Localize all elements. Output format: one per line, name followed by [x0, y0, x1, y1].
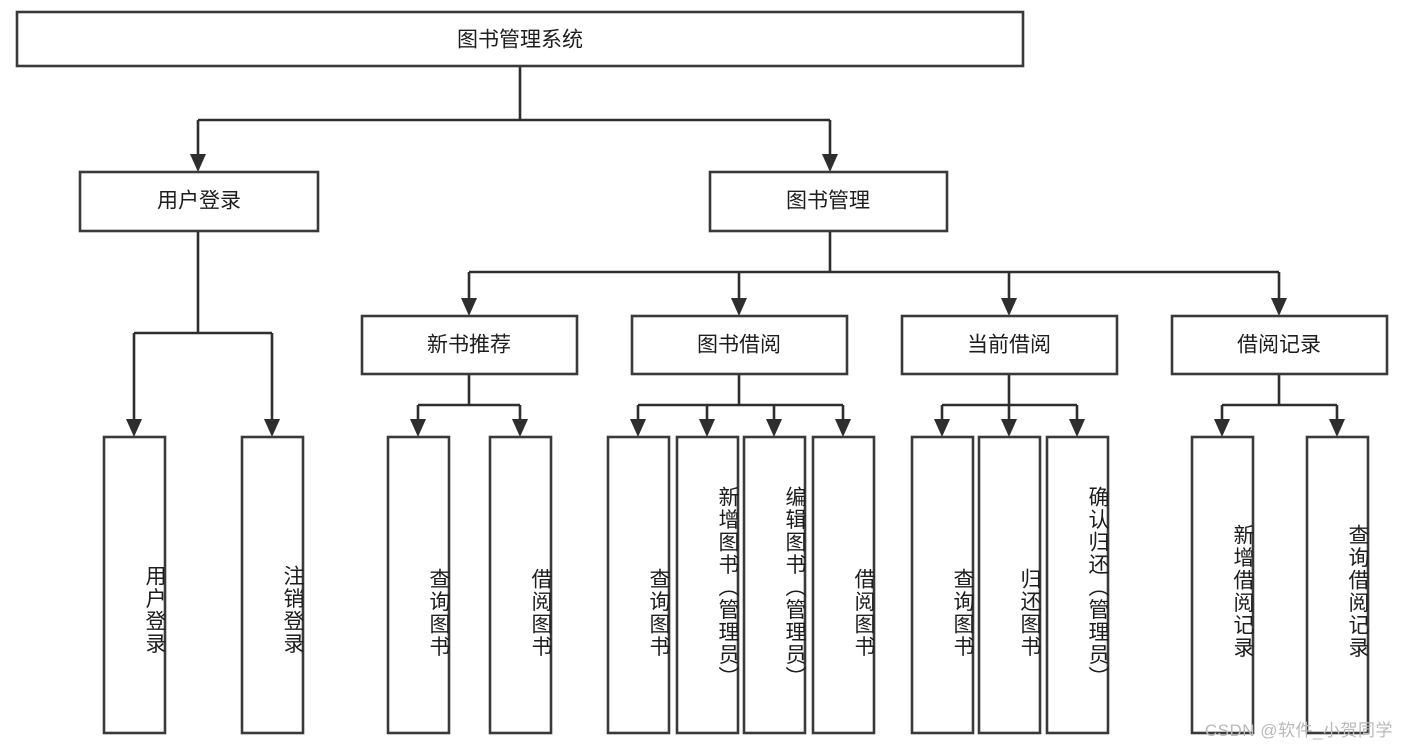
arrow-leaf-confirm-return — [1069, 419, 1085, 437]
horizontal-labels-group: 图书管理系统 用户登录 图书管理 新书推荐 图书借阅 当前借阅 借阅记录 — [157, 29, 1321, 357]
connectors-group — [126, 66, 1345, 437]
node-leaf-confirm-return-box[interactable] — [1045, 435, 1110, 735]
arrow-to-new-book-recommend — [461, 298, 477, 316]
arrow-to-book-manage — [822, 154, 838, 172]
node-leaf-edit-book-box[interactable] — [742, 435, 807, 735]
arrow-leaf-add-record — [1214, 419, 1230, 437]
node-book-borrow-label: 图书借阅 — [697, 334, 781, 357]
node-book-manage-box[interactable] — [708, 170, 949, 233]
node-user-login-label: 用户登录 — [157, 190, 241, 213]
node-leaf-query-book-2-box[interactable] — [606, 435, 671, 735]
node-root-box[interactable] — [15, 10, 1025, 68]
node-root-label: 图书管理系统 — [457, 29, 583, 52]
node-leaf-user-login-box[interactable] — [102, 435, 167, 735]
node-new-book-recommend-label: 新书推荐 — [427, 334, 511, 357]
arrow-leaf-edit-book — [766, 419, 782, 437]
node-leaf-query-book-1-box[interactable] — [386, 435, 451, 735]
node-book-manage-label: 图书管理 — [786, 190, 870, 213]
node-leaf-borrow-book-2-box[interactable] — [811, 435, 876, 735]
arrow-leaf-user-login — [126, 419, 142, 437]
node-borrow-record-label: 借阅记录 — [1237, 334, 1321, 357]
node-leaf-borrow-book-1-box[interactable] — [488, 435, 553, 735]
node-leaf-query-record-box[interactable] — [1305, 435, 1370, 735]
arrow-leaf-borrow-book-1 — [512, 419, 528, 437]
arrow-leaf-add-book — [699, 419, 715, 437]
node-leaf-return-book-box[interactable] — [977, 435, 1042, 735]
node-book-borrow-box[interactable] — [630, 314, 849, 376]
node-leaf-add-book-box[interactable] — [675, 435, 740, 735]
node-leaf-add-record-box[interactable] — [1190, 435, 1255, 735]
arrow-leaf-borrow-book-2 — [835, 419, 851, 437]
arrow-to-book-borrow — [731, 298, 747, 316]
node-current-borrow-box[interactable] — [900, 314, 1119, 376]
arrow-to-current-borrow — [1001, 298, 1017, 316]
arrow-leaf-query-book-1 — [410, 419, 426, 437]
node-leaf-user-logout-box[interactable] — [240, 435, 305, 735]
arrow-leaf-return-book — [1001, 419, 1017, 437]
arrow-to-borrow-record — [1271, 298, 1287, 316]
node-current-borrow-label: 当前借阅 — [967, 334, 1051, 357]
arrow-leaf-query-book-2 — [630, 419, 646, 437]
node-user-login-box[interactable] — [78, 170, 320, 233]
node-leaf-query-book-3-box[interactable] — [910, 435, 975, 735]
arrow-leaf-query-book-3 — [934, 419, 950, 437]
arrow-to-user-login — [190, 154, 206, 172]
node-borrow-record-box[interactable] — [1170, 314, 1389, 376]
node-new-book-recommend-box[interactable] — [360, 314, 579, 376]
arrow-leaf-user-logout — [264, 419, 280, 437]
arrow-leaf-query-record — [1329, 419, 1345, 437]
watermark-text: CSDN @软件_小贺同学 — [1204, 721, 1393, 740]
node-boxes-group — [15, 10, 1389, 735]
